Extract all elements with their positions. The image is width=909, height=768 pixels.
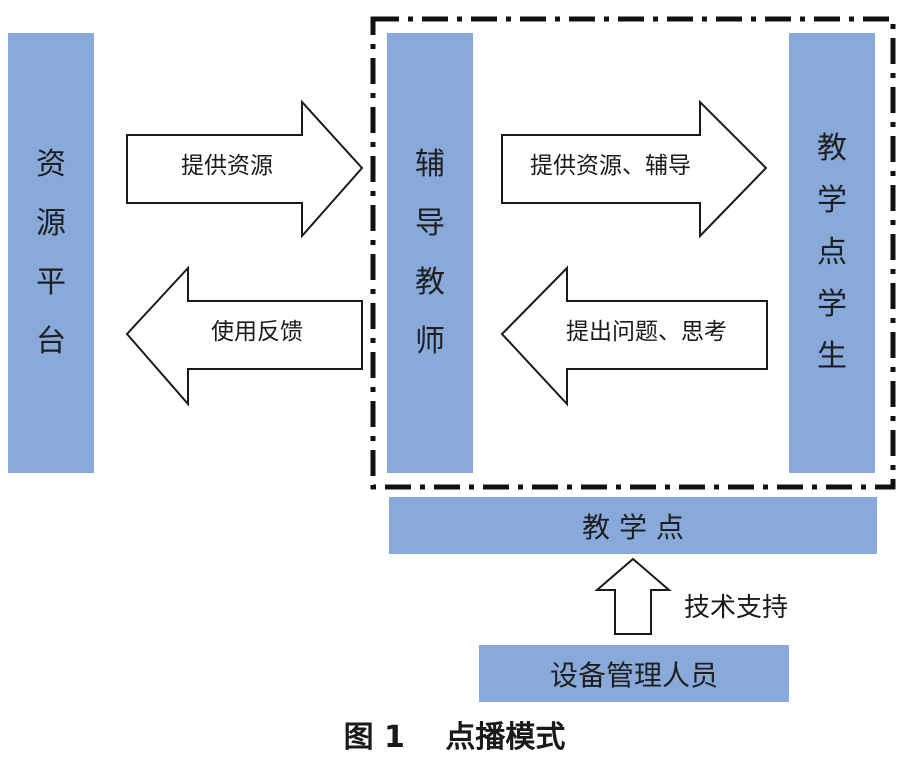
arrow-tutor-to-platform	[125, 265, 363, 407]
arrow-label-provide-resources: 提供资源	[181, 153, 273, 179]
students-label: 教 学 点 学 生	[817, 131, 847, 374]
arrow-label-tech-support: 技术支持	[684, 593, 789, 623]
figure-caption: 图 1 点播模式	[343, 720, 566, 755]
arrow-tutor-to-students	[501, 99, 768, 239]
tutor-box	[387, 33, 473, 473]
equipment-manager-label: 设备管理人员	[549, 658, 718, 692]
arrow-tech-support	[594, 557, 672, 635]
resource-platform-box	[8, 33, 94, 473]
site-box	[389, 497, 877, 554]
tutor-student-frame	[370, 16, 896, 490]
arrow-label-questions-thinking: 提出问题、思考	[566, 319, 727, 345]
equipment-manager-box	[479, 645, 789, 702]
resource-platform-label: 资 源 平 台	[36, 147, 66, 359]
students-box	[789, 33, 875, 473]
site-label: 教 学 点	[582, 510, 684, 544]
tutor-label: 辅 导 教 师	[415, 147, 445, 359]
arrow-students-to-tutor	[500, 265, 768, 407]
arrow-platform-to-tutor	[126, 99, 364, 239]
arrow-label-provide-resources-tutoring: 提供资源、辅导	[530, 153, 691, 179]
arrow-label-feedback: 使用反馈	[211, 319, 303, 345]
